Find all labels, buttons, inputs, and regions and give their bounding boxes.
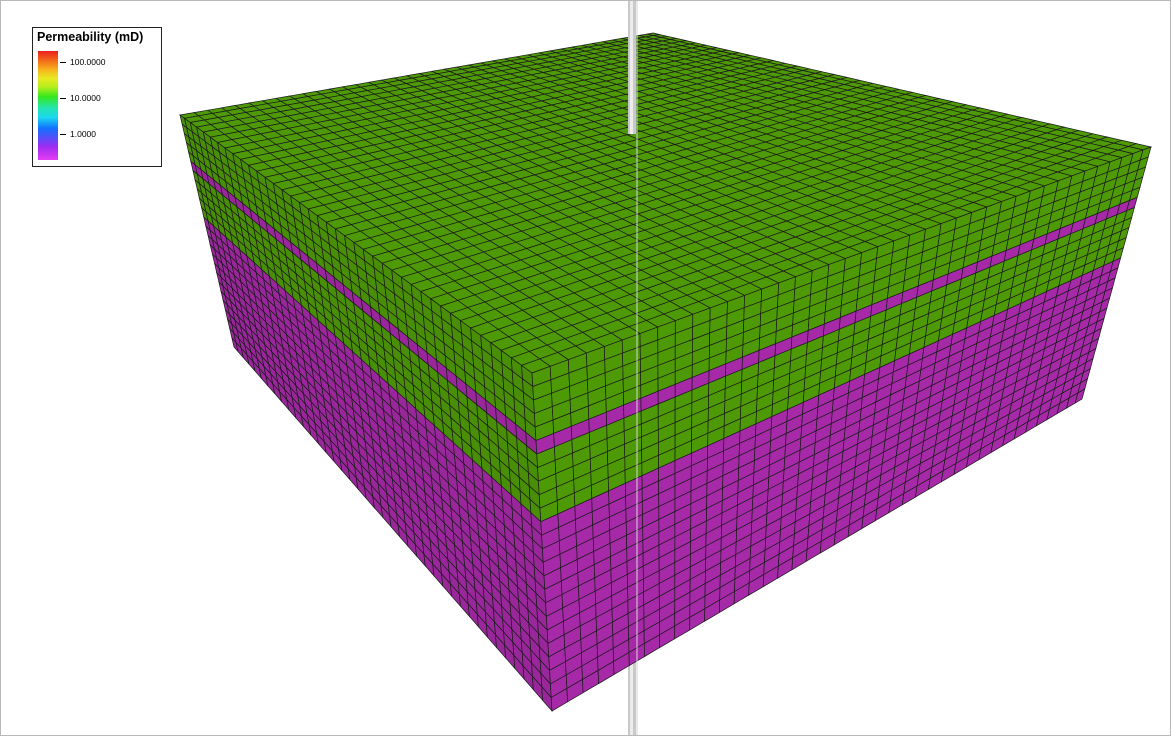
grid-left-face[interactable] [179,114,553,712]
legend-tick-label-100: 100.0000 [70,57,106,67]
legend-tick-100 [60,62,66,63]
well-bottom-segment[interactable] [628,641,636,735]
legend-title: Permeability (mD) [37,30,144,44]
well-top-segment[interactable] [628,1,638,735]
legend-tick-label-1: 1.0000 [70,129,96,139]
reservoir-grid-block[interactable] [179,32,1153,712]
permeability-legend: Permeability (mD) 100.0000 10.0000 1.000… [32,27,162,167]
legend-tick-1 [60,134,66,135]
grid-top-face[interactable] [179,32,1153,374]
legend-tick-10 [60,98,66,99]
grid-right-face[interactable] [531,146,1152,712]
legend-tick-label-10: 10.0000 [70,93,101,103]
legend-colorbar [38,51,58,160]
right-grid-cell [1074,388,1086,404]
